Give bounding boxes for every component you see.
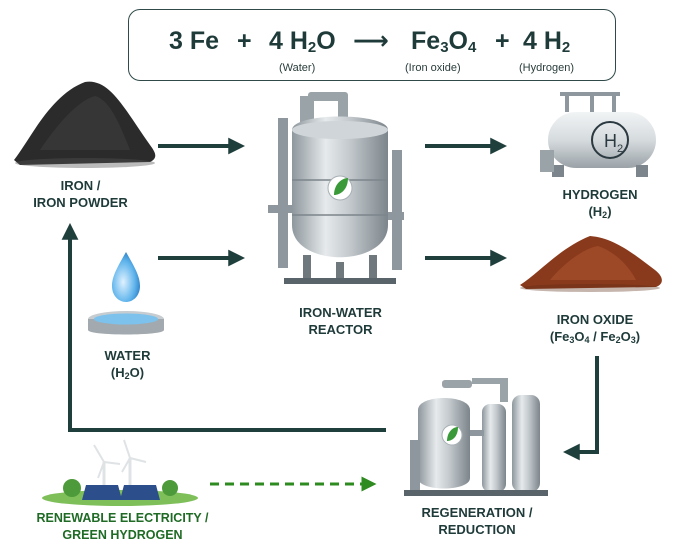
label-reactor: IRON-WATER REACTOR (268, 304, 413, 338)
label-hydrogen: HYDROGEN (H2) (540, 186, 660, 224)
water-icon (88, 252, 164, 335)
label-iron-oxide: IRON OXIDE (Fe3O4 / Fe2O3) (520, 311, 670, 349)
iron-oxide-pile (520, 236, 662, 292)
iron-water-reactor (268, 92, 404, 284)
arrow-oxide-to-regeneration (568, 356, 597, 452)
label-water: WATER (H2O) (80, 347, 175, 385)
label-regeneration: REGENERATION / REDUCTION (402, 504, 552, 538)
label-iron: IRON / IRON POWDER (8, 177, 153, 211)
label-renewable: RENEWABLE ELECTRICITY / GREEN HYDROGEN (10, 510, 235, 544)
iron-powder-pile (14, 82, 155, 168)
hydrogen-tank: H2 (540, 92, 656, 177)
renewable-energy-icon (42, 440, 198, 506)
regeneration-plant (404, 378, 548, 496)
